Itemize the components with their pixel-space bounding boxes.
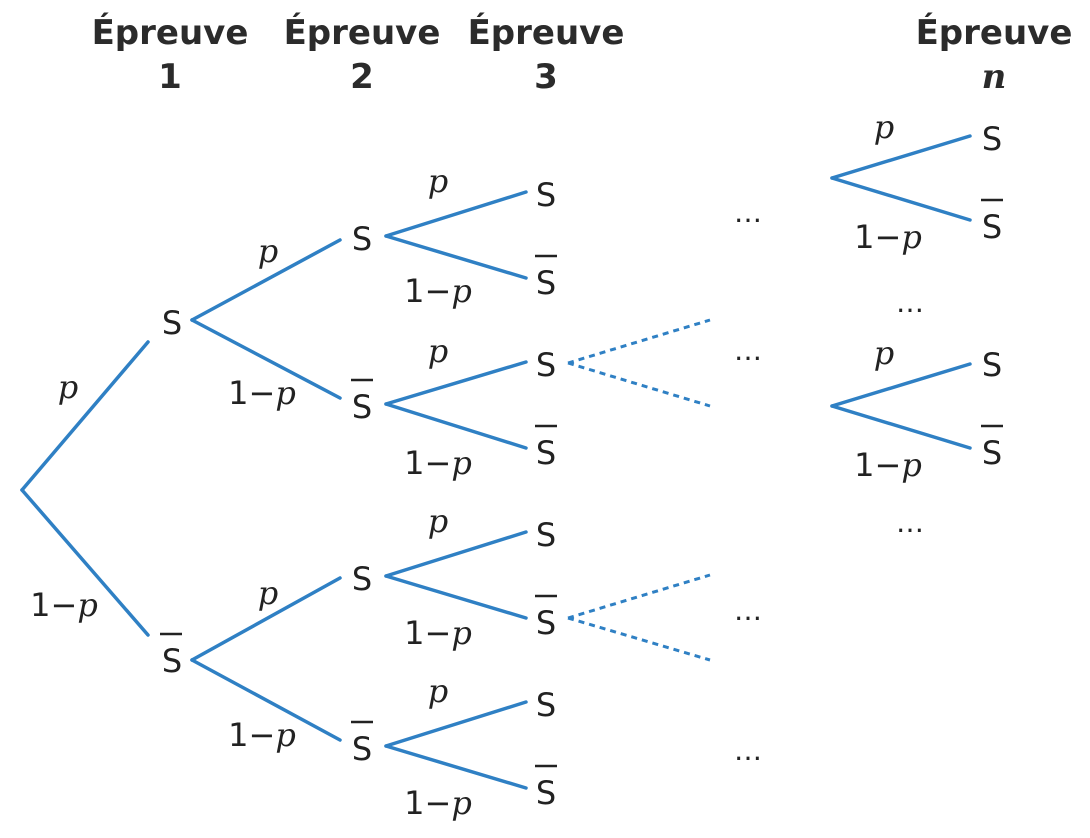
branch-root-failure (20, 488, 150, 637)
header-number: 1 (158, 57, 182, 97)
node-success: S (162, 304, 182, 342)
svg-text:S: S (536, 604, 556, 642)
branch-l2-b (190, 318, 342, 400)
branch-l2-d (190, 658, 342, 742)
prob-label-one-minus-p: 1−p (228, 374, 296, 412)
header-trial-1: Épreuve 1 (92, 12, 249, 97)
header-trial-2: Épreuve 2 (284, 12, 441, 97)
ellipsis: … (734, 334, 762, 367)
branch-l2-a (190, 238, 342, 322)
node-success: S (536, 516, 556, 554)
branch-l3-a2 (384, 234, 528, 280)
branch-l3-c1 (384, 530, 528, 578)
node-failure: S (160, 632, 182, 680)
node-failure: S (535, 254, 557, 302)
branch-n-mid-failure (830, 404, 972, 450)
node-failure: S (535, 424, 557, 472)
prob-label-one-minus-p: 1−p (404, 272, 472, 310)
node-failure: S (535, 764, 557, 812)
svg-text:S: S (982, 208, 1002, 246)
branch-l2-c (190, 576, 342, 662)
header-trial-3: Épreuve 3 (468, 12, 625, 97)
prob-label-one-minus-p: 1−p (228, 716, 296, 754)
svg-text:S: S (536, 434, 556, 472)
branch-l3-d2 (384, 744, 528, 790)
branch-root-success (20, 340, 150, 492)
branch-n-top-success (830, 134, 972, 180)
prob-label-p: p (428, 162, 448, 200)
header-number: 3 (534, 57, 558, 97)
ellipsis: … (896, 506, 924, 539)
node-failure: S (351, 378, 373, 426)
prob-label-p: p (58, 368, 78, 406)
dashed-branch-2 (567, 361, 711, 408)
svg-text:S: S (352, 388, 372, 426)
svg-text:S: S (536, 264, 556, 302)
ellipsis: … (896, 286, 924, 319)
dashed-branch-1 (567, 318, 711, 365)
header-trial-n: Épreuve n (916, 12, 1073, 97)
header-word: Épreuve (284, 12, 441, 53)
node-success: S (982, 346, 1002, 384)
branch-n-mid-success (830, 362, 972, 408)
prob-label-p: p (258, 574, 278, 612)
branch-l3-d1 (384, 700, 528, 748)
prob-label-p: p (428, 502, 448, 540)
dashed-branch-4 (567, 616, 711, 662)
prob-label-one-minus-p: 1−p (404, 784, 472, 822)
prob-label-p: p (874, 334, 894, 372)
node-failure: S (981, 424, 1003, 472)
node-success: S (536, 176, 556, 214)
header-number: n (982, 57, 1007, 97)
branch-l3-b2 (384, 402, 528, 450)
node-failure: S (351, 720, 373, 768)
ellipsis: … (734, 196, 762, 229)
dashed-branch-3 (567, 573, 711, 620)
node-failure: S (981, 198, 1003, 246)
prob-label-one-minus-p: 1−p (854, 218, 922, 256)
svg-text:S: S (982, 434, 1002, 472)
prob-label-p: p (874, 108, 894, 146)
branch-l3-b1 (384, 360, 528, 406)
header-word: Épreuve (916, 12, 1073, 53)
node-failure: S (535, 594, 557, 642)
ellipsis: … (734, 594, 762, 627)
svg-text:S: S (352, 730, 372, 768)
prob-label-one-minus-p: 1−p (404, 614, 472, 652)
svg-text:S: S (536, 774, 556, 812)
node-success: S (536, 346, 556, 384)
header-word: Épreuve (92, 12, 249, 53)
prob-label-one-minus-p: 1−p (854, 446, 922, 484)
node-success: S (352, 220, 372, 258)
branch-l3-a1 (384, 190, 528, 238)
prob-label-one-minus-p: 1−p (30, 586, 98, 624)
branch-l3-c2 (384, 574, 528, 620)
node-success: S (982, 120, 1002, 158)
ellipsis: … (734, 734, 762, 767)
prob-label-p: p (258, 232, 278, 270)
header-number: 2 (350, 57, 374, 97)
node-success: S (352, 560, 372, 598)
node-success: S (536, 686, 556, 724)
branch-n-top-failure (830, 176, 972, 222)
prob-label-p: p (428, 672, 448, 710)
svg-text:S: S (162, 642, 182, 680)
prob-label-one-minus-p: 1−p (404, 444, 472, 482)
prob-label-p: p (428, 332, 448, 370)
header-word: Épreuve (468, 12, 625, 53)
